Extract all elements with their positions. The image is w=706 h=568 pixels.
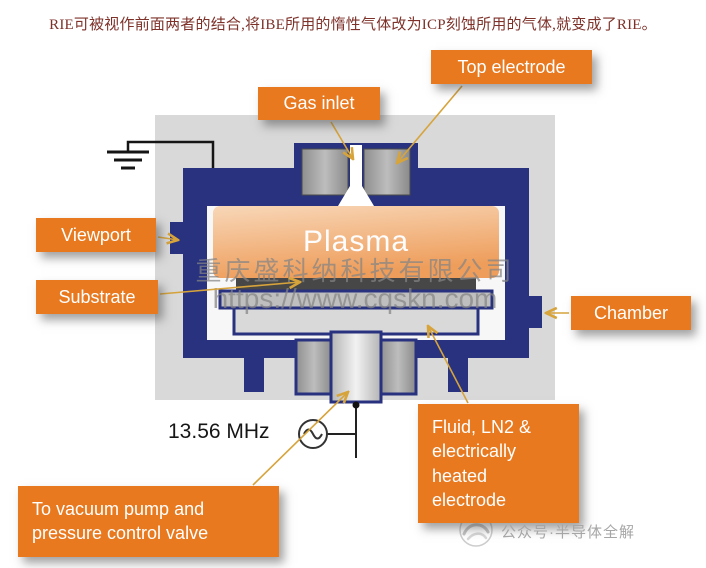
callout-chamber: Chamber [571, 296, 691, 330]
viewport-flange [170, 222, 183, 254]
callout-gas-inlet: Gas inlet [258, 87, 380, 120]
callout-vacuum-pump: To vacuum pump and pressure control valv… [18, 486, 279, 557]
watermark-url: https://www.cqskn.com [212, 283, 498, 314]
rf-source [298, 401, 360, 458]
caption-text: RIE可被视作前面两者的结合,将IBE所用的惰性气体改为ICP刻蚀所用的气体,就… [49, 17, 657, 33]
electrode-stem [329, 330, 383, 404]
callout-substrate: Substrate [36, 280, 158, 314]
wechat-account-label: 公众号·半导体全解 [501, 524, 635, 541]
callout-top-electrode: Top electrode [431, 50, 592, 84]
ground-symbol [107, 140, 215, 171]
arrow-viewport [157, 237, 178, 240]
ac-source-icon [298, 419, 328, 449]
frequency-label: 13.56 MHz [168, 420, 270, 443]
callout-fluid-electrode: Fluid, LN2 & electrically heated electro… [418, 404, 579, 524]
arrow-gas-inlet [330, 121, 353, 159]
gas-inlet-port [301, 145, 411, 206]
arrow-fluid-electrode [428, 326, 469, 404]
callout-viewport: Viewport [36, 218, 156, 252]
arrow-top-electrode [397, 85, 463, 163]
